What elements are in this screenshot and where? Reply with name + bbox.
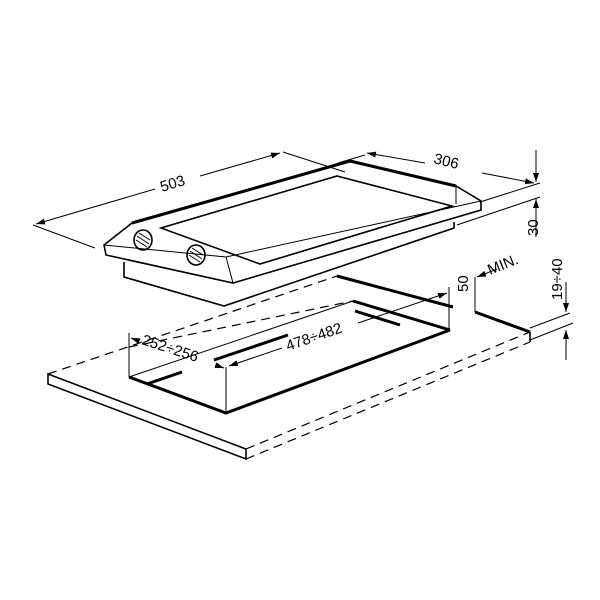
cutout-width-label: 478÷482 xyxy=(284,320,345,355)
knob-left xyxy=(133,229,153,251)
min-clearance-value: 50 xyxy=(455,275,472,292)
hob xyxy=(103,159,482,307)
height-label: 30 xyxy=(525,219,542,236)
width-label: 503 xyxy=(158,172,187,196)
worktop xyxy=(47,274,574,461)
dimension-depth: 306 xyxy=(337,150,535,185)
depth-label: 306 xyxy=(432,150,460,173)
worktop-thickness-label: 19÷40 xyxy=(549,258,566,300)
cutout-depth-label: 252÷256 xyxy=(140,332,201,366)
dimension-height: 30 xyxy=(456,150,542,237)
dimension-worktop-thickness: 19÷40 xyxy=(549,258,569,360)
dimension-width: 503 xyxy=(32,151,346,249)
knob-right xyxy=(186,244,206,266)
dimension-min-clearance: 50 MIN. xyxy=(455,251,521,312)
worktop-cutout xyxy=(128,287,451,415)
min-clearance-label: MIN. xyxy=(485,251,521,279)
